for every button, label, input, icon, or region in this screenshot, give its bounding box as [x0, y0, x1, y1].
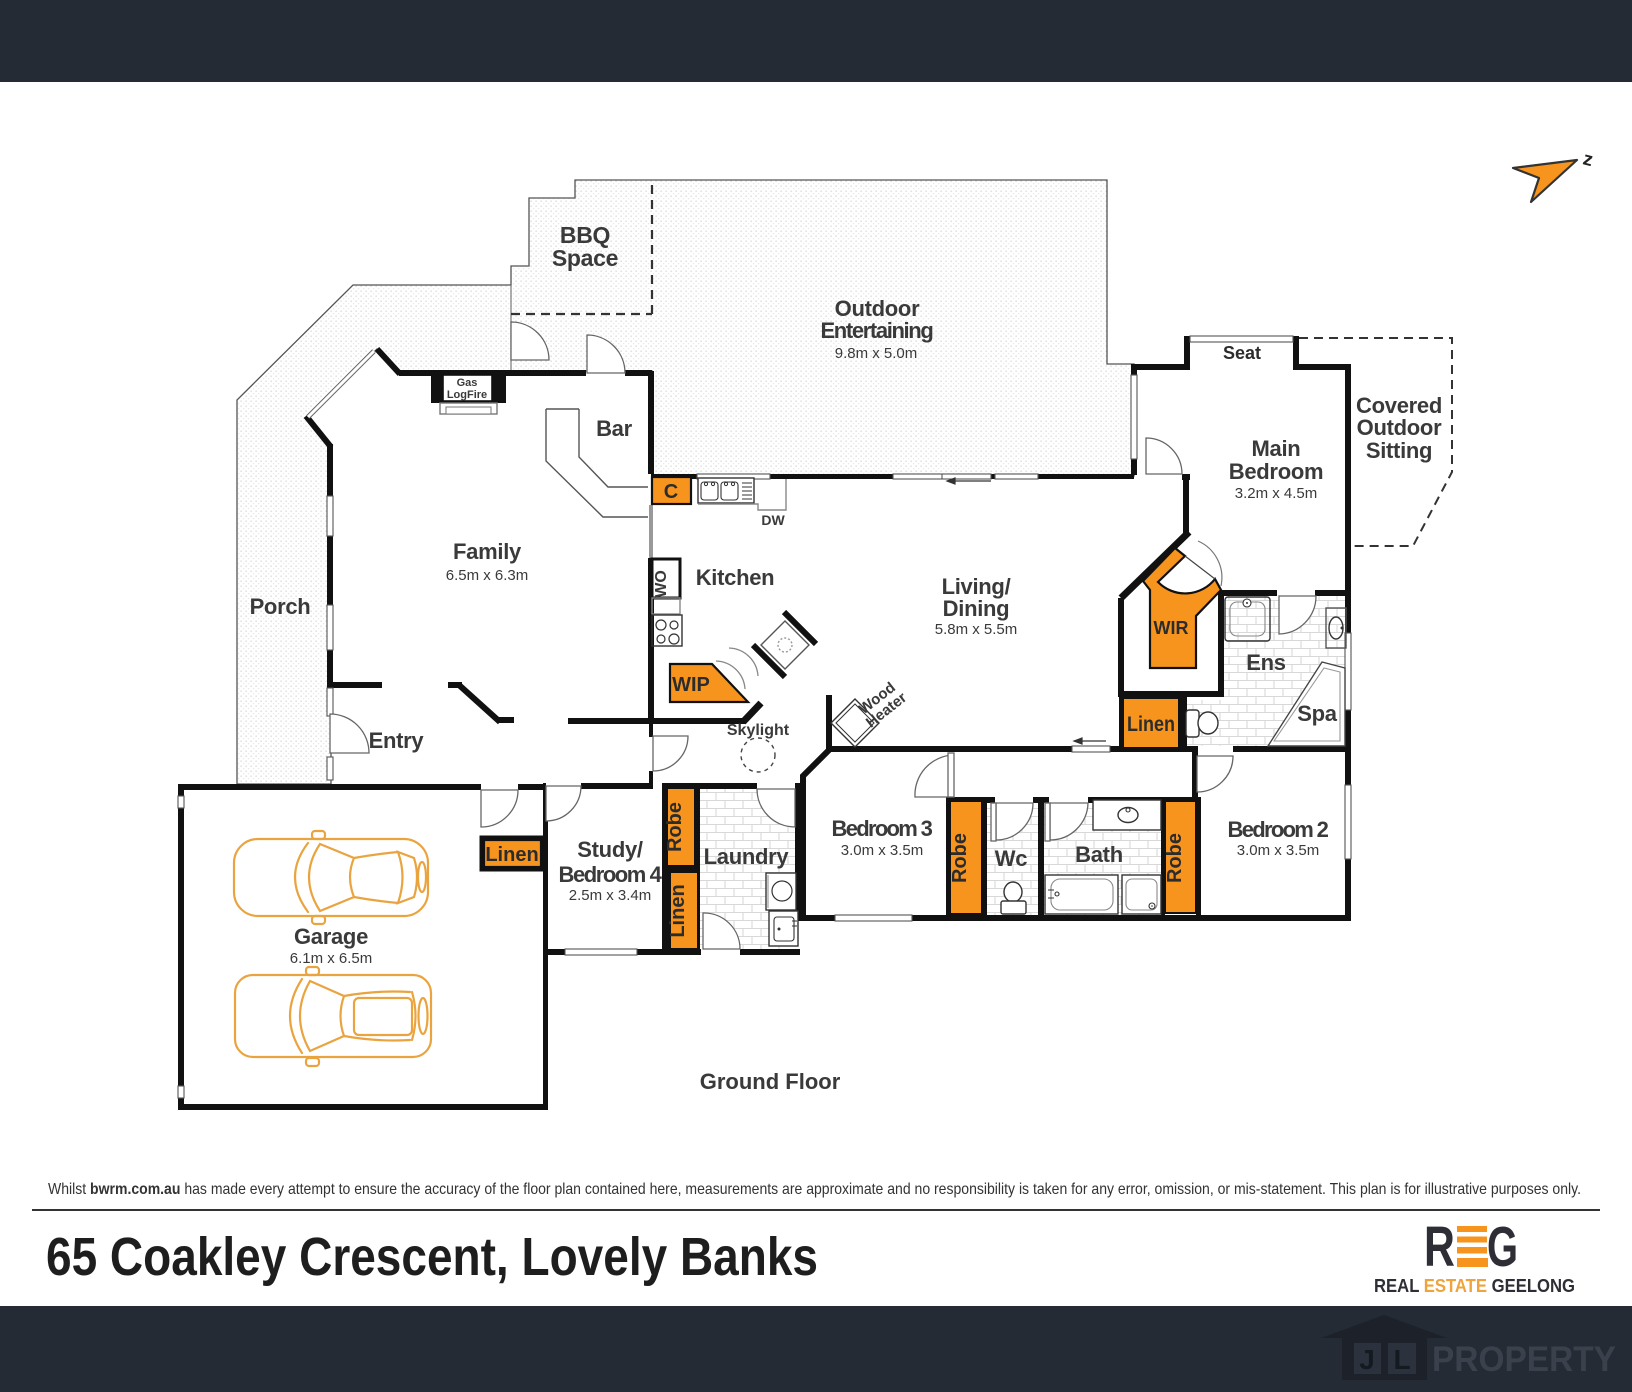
svg-text:Bedroom 2: Bedroom 2 [1228, 817, 1329, 842]
svg-text:5.8m x 5.5m: 5.8m x 5.5m [935, 621, 1018, 638]
svg-text:Study/: Study/ [577, 837, 643, 862]
svg-text:BBQ: BBQ [560, 222, 610, 248]
svg-text:6.5m x 6.3m: 6.5m x 6.3m [446, 567, 529, 584]
svg-text:Kitchen: Kitchen [696, 565, 775, 590]
svg-text:3.0m x 3.5m: 3.0m x 3.5m [1237, 842, 1320, 859]
svg-text:WIP: WIP [672, 674, 710, 696]
svg-text:Linen: Linen [1127, 713, 1175, 736]
svg-text:Bath: Bath [1075, 842, 1123, 867]
svg-text:Entry: Entry [369, 728, 425, 753]
svg-text:Family: Family [453, 539, 522, 564]
svg-text:Main: Main [1252, 436, 1301, 461]
svg-text:Bedroom 3: Bedroom 3 [832, 816, 933, 841]
svg-text:3.2m x 4.5m: 3.2m x 4.5m [1235, 485, 1318, 502]
svg-text:Robe: Robe [949, 833, 971, 883]
svg-text:Covered: Covered [1356, 393, 1442, 418]
svg-text:Robe: Robe [664, 802, 686, 852]
svg-text:Laundry: Laundry [704, 844, 790, 869]
svg-text:G: G [1487, 1215, 1518, 1279]
svg-text:9.8m x 5.0m: 9.8m x 5.0m [835, 345, 918, 362]
svg-text:L: L [1393, 1344, 1410, 1375]
svg-text:WO: WO [653, 570, 670, 598]
svg-text:R: R [1424, 1214, 1455, 1278]
svg-text:Robe: Robe [1164, 833, 1186, 883]
svg-text:Porch: Porch [250, 594, 311, 619]
svg-text:Wc: Wc [995, 846, 1027, 871]
svg-text:2.5m x 3.4m: 2.5m x 3.4m [569, 887, 652, 904]
svg-text:Bedroom: Bedroom [1229, 459, 1323, 484]
svg-text:LogFire: LogFire [447, 389, 487, 401]
svg-text:Bedroom 4: Bedroom 4 [559, 862, 663, 887]
svg-text:Ground Floor: Ground Floor [700, 1069, 841, 1094]
svg-text:Space: Space [552, 245, 618, 271]
svg-text:65 Coakley Crescent, Lovely Ba: 65 Coakley Crescent, Lovely Banks [46, 1227, 818, 1287]
svg-text:Dining: Dining [943, 596, 1010, 621]
svg-text:WIR: WIR [1154, 618, 1189, 638]
svg-text:Sitting: Sitting [1366, 438, 1432, 463]
svg-text:DW: DW [761, 512, 785, 528]
svg-text:Outdoor: Outdoor [1357, 415, 1442, 440]
svg-text:Seat: Seat [1223, 343, 1261, 363]
svg-text:Ens: Ens [1246, 650, 1286, 675]
svg-text:Entertaining: Entertaining [821, 318, 934, 343]
svg-text:PROPERTY: PROPERTY [1432, 1340, 1616, 1379]
svg-text:J: J [1359, 1344, 1375, 1375]
svg-text:C: C [664, 481, 678, 503]
svg-text:Whilst bwrm.com.au has made ev: Whilst bwrm.com.au has made every attemp… [48, 1181, 1581, 1198]
svg-text:Outdoor: Outdoor [835, 296, 920, 321]
svg-text:Bar: Bar [596, 416, 633, 441]
svg-text:Spa: Spa [1297, 701, 1338, 726]
svg-text:3.0m x 3.5m: 3.0m x 3.5m [841, 842, 924, 859]
svg-text:Gas: Gas [457, 377, 478, 389]
svg-text:Linen: Linen [667, 884, 689, 937]
svg-text:Skylight: Skylight [727, 722, 790, 739]
svg-text:Garage: Garage [294, 924, 368, 949]
svg-text:Living/: Living/ [942, 574, 1011, 599]
svg-text:REAL ESTATE GEELONG: REAL ESTATE GEELONG [1374, 1276, 1575, 1296]
svg-text:6.1m x 6.5m: 6.1m x 6.5m [290, 950, 373, 967]
svg-text:Linen: Linen [485, 844, 538, 866]
